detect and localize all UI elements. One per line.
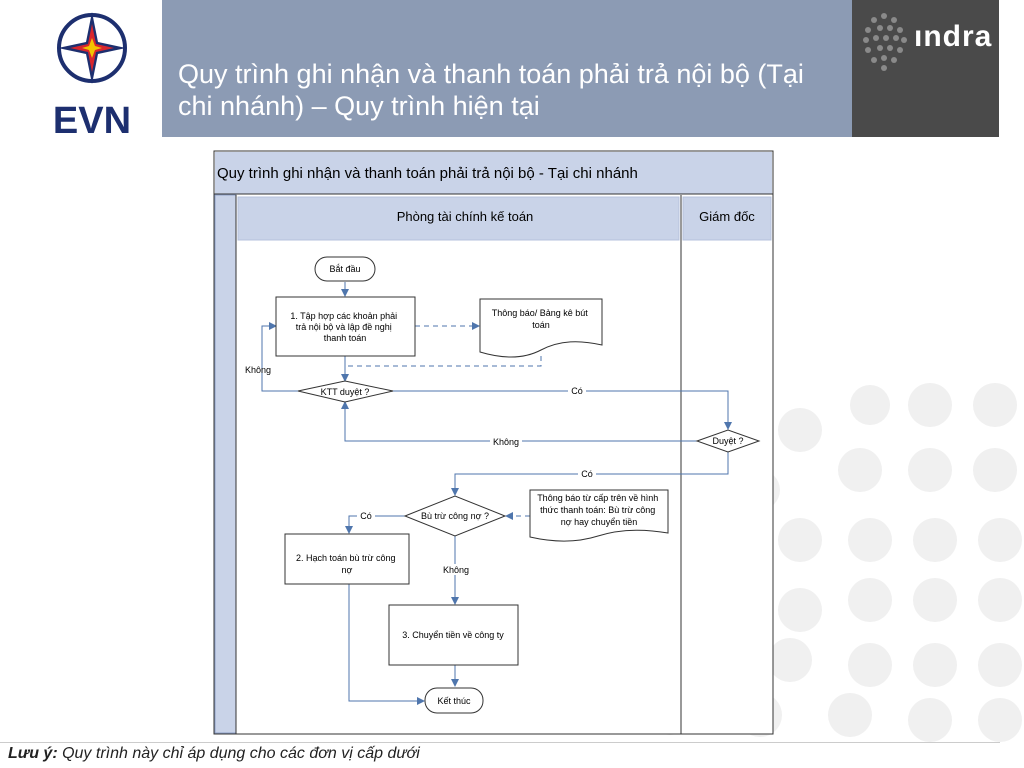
indra-logo-text: ındra — [914, 20, 993, 53]
decision-offset-label: Bù trừ công nợ ? — [421, 511, 489, 521]
pool-header — [215, 152, 772, 194]
decision-director-label: Duyệt ? — [712, 436, 743, 446]
evn-logo: EVN — [22, 0, 162, 142]
step2-box — [284, 533, 410, 585]
evn-star-icon: EVN — [53, 12, 131, 142]
footnote: Lưu ý: Quy trình này chỉ áp dụng cho các… — [8, 745, 420, 763]
pool-side-bar — [214, 194, 237, 734]
footnote-label: Lưu ý: — [8, 745, 58, 762]
step1-box — [275, 296, 416, 357]
document-upper-notice — [529, 489, 669, 542]
pool-title: Quy trình ghi nhận và thanh toán phải tr… — [217, 165, 638, 182]
page-title: Quy trình ghi nhận và thanh toán phải tr… — [178, 59, 804, 121]
document-upper-notice-label: Thông báo từ cấp trên về hình thức thanh… — [537, 493, 661, 527]
lane-label-accounting: Phòng tài chính kế toán — [397, 209, 534, 224]
indra-logo: ındra — [852, 0, 999, 137]
lane-header-director — [682, 196, 772, 241]
decision-director — [695, 429, 761, 453]
edge-label-offset-yes: Có — [360, 511, 372, 521]
decision-offset — [403, 495, 507, 537]
footnote-text: Quy trình này chỉ áp dụng cho các đơn vị… — [57, 745, 420, 762]
end-node-label: Kết thúc — [437, 696, 471, 706]
decision-ktt — [297, 380, 394, 403]
start-node — [314, 256, 376, 282]
evn-logo-text: EVN — [53, 100, 131, 137]
start-node-label: Bắt đầu — [329, 264, 360, 274]
edge-label-offset-no: Không — [443, 565, 469, 575]
document-notice — [479, 298, 603, 358]
edge-label-ktt-yes: Có — [571, 386, 583, 396]
decision-ktt-label: KTT duyệt ? — [321, 387, 370, 397]
footer-divider — [0, 742, 1000, 743]
edge-label-ktt-no: Không — [245, 365, 271, 375]
step2-label: 2. Hạch toán bù trừ công nợ — [296, 553, 398, 575]
document-notice-label: Thông báo/ Bảng kê bút toán — [492, 308, 591, 330]
header-band — [162, 0, 852, 137]
step3-label: 3. Chuyển tiền về công ty — [402, 630, 504, 640]
step1-label: 1. Tập hợp các khoản phải trả nội bộ và … — [290, 311, 399, 343]
edge-label-director-yes: Có — [581, 469, 593, 479]
edge-label-director-no: Không — [493, 437, 519, 447]
lane-label-director: Giám đốc — [699, 209, 755, 224]
indra-dots-icon — [863, 13, 907, 71]
step3-box — [388, 604, 519, 666]
lane-header-accounting — [237, 196, 680, 241]
end-node — [424, 687, 484, 714]
